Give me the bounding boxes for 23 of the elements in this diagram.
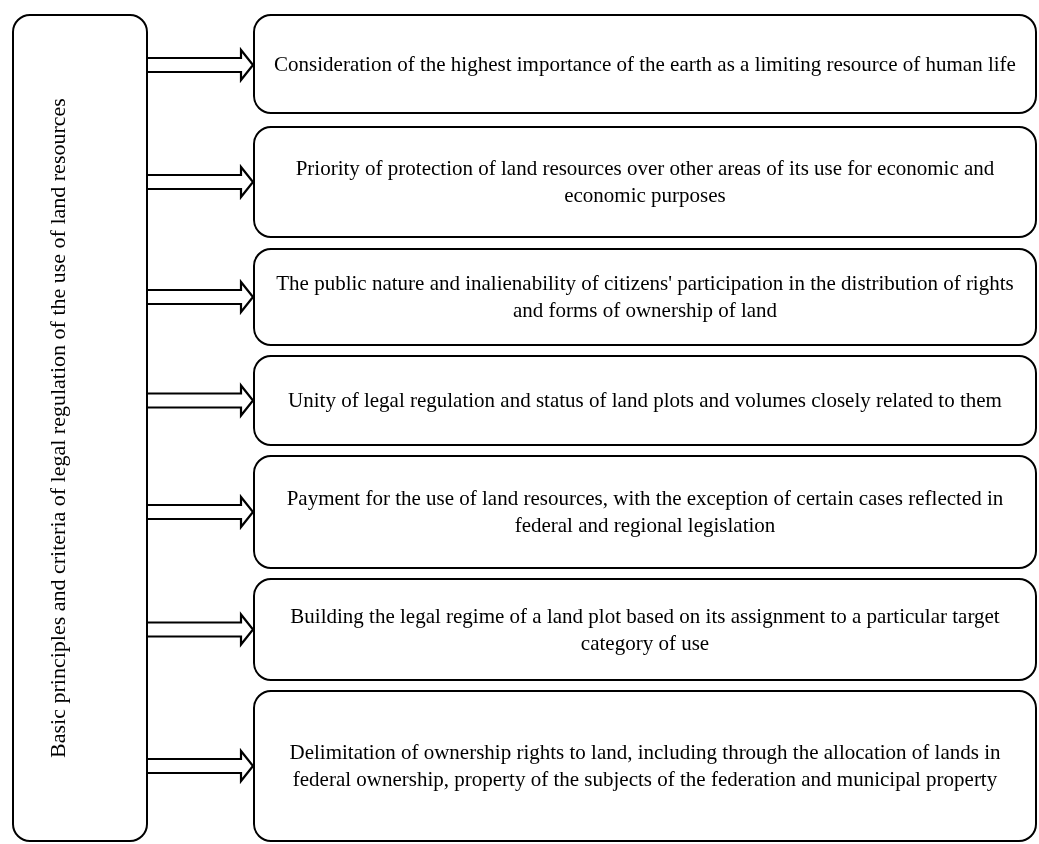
block-arrow	[146, 747, 255, 785]
principle-text: The public nature and inalienability of citizens' participation in the distribution of rights and forms of ownership of land	[275, 270, 1015, 324]
heading-text: Basic principles and criteria of legal regulation of the use of land resources	[44, 97, 71, 760]
principle-text: Unity of legal regulation and status of land plots and volumes closely related to them	[287, 387, 1003, 414]
principle-text: Priority of protection of land resources over other areas of its use for economic and economic purposes	[294, 155, 996, 209]
rounded-box	[253, 690, 1037, 842]
block-arrow	[146, 46, 255, 84]
rounded-box	[253, 578, 1037, 681]
principle-text: Building the legal regime of a land plot based on its assignment to a particular target category of use	[289, 602, 1001, 657]
rounded-box	[253, 355, 1037, 446]
rounded-box	[253, 14, 1037, 114]
rounded-box	[253, 126, 1037, 238]
rounded-box	[12, 14, 148, 842]
block-arrow	[146, 382, 255, 419]
rounded-box	[253, 455, 1037, 569]
principle-text: Delimitation of ownership rights to land, including through the allocation of lands in federal ownership, property of the subjects of the federation and municipal property	[288, 739, 1002, 793]
block-arrow	[146, 163, 255, 201]
principle-text: Payment for the use of land resources, with the exception of certain cases reflected in federal and regional legislation	[285, 485, 1005, 539]
principle-text: Consideration of the highest importance of the earth as a limiting resource of human life	[273, 50, 1017, 78]
block-arrow	[146, 611, 255, 648]
block-arrow	[146, 493, 255, 531]
block-arrow	[146, 278, 255, 316]
rounded-box	[253, 248, 1037, 346]
